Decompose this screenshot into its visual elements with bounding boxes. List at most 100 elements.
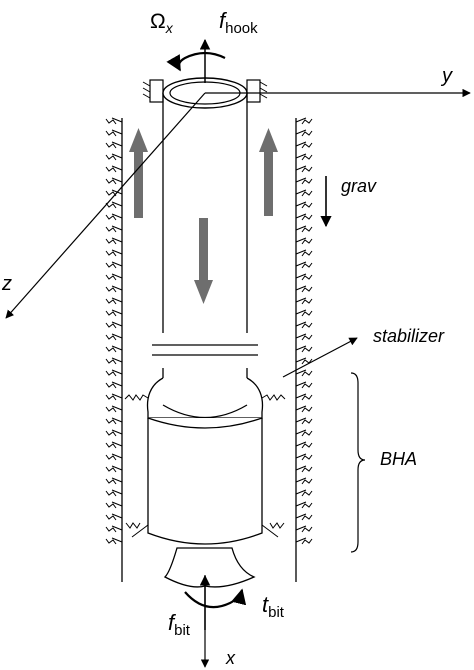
wall-hatch-mark — [295, 489, 313, 497]
wall-hatch-mark — [105, 429, 123, 437]
stabilizer-inner-arc — [162, 404, 248, 419]
wall-hatch-mark — [295, 153, 313, 161]
wall-hatch-mark — [105, 345, 123, 353]
x-axis-label: x — [225, 648, 236, 668]
wall-hatch-mark — [295, 465, 313, 473]
downflow-arrow-center — [194, 218, 213, 304]
wall-hatch-mark — [295, 333, 313, 341]
wall-hatch-mark — [295, 165, 313, 173]
drill-bit — [163, 547, 256, 588]
wall-hatch-mark — [295, 273, 313, 281]
wall-hatch-mark — [295, 129, 313, 137]
wall-hatch-mark — [105, 393, 123, 401]
stabilizer-body — [146, 377, 264, 419]
wall-hatch-mark — [295, 201, 313, 209]
wall-hatch-mark — [105, 405, 123, 413]
wall-hatch-mark — [295, 429, 313, 437]
wall-hatch-mark — [295, 369, 313, 377]
stabilizer-springs-left — [124, 394, 149, 401]
wall-hatch-mark — [105, 357, 123, 365]
wall-hatch-mark — [105, 465, 123, 473]
wall-hatch-mark — [105, 165, 123, 173]
wall-hatch-mark — [105, 225, 123, 233]
wall-hatch-mark — [105, 369, 123, 377]
wall-hatch-mark — [105, 309, 123, 317]
wall-hatch-mark — [295, 537, 313, 545]
t-bit-label: tbit — [262, 592, 285, 621]
wall-hatch-mark — [295, 345, 313, 353]
wall-hatch-mark — [295, 525, 313, 533]
wall-hatch-mark — [105, 153, 123, 161]
z-axis-line — [5, 92, 206, 319]
wall-hatching-left — [105, 117, 123, 545]
stabilizer-label: stabilizer — [373, 326, 445, 346]
wall-hatch-mark — [295, 453, 313, 461]
wall-hatch-mark — [295, 237, 313, 245]
wall-hatch-mark — [105, 333, 123, 341]
wall-hatch-mark — [105, 237, 123, 245]
wall-hatch-mark — [295, 141, 313, 149]
wall-hatch-mark — [105, 321, 123, 329]
wall-hatch-mark — [105, 501, 123, 509]
wall-hatch-mark — [295, 261, 313, 269]
y-axis-label: y — [440, 65, 453, 87]
wall-hatch-mark — [105, 489, 123, 497]
wall-hatch-mark — [295, 309, 313, 317]
wall-hatch-mark — [295, 225, 313, 233]
wall-hatch-mark — [105, 201, 123, 209]
wall-hatching-right — [295, 117, 313, 545]
wall-hatch-mark — [295, 297, 313, 305]
wall-hatch-mark — [105, 525, 123, 533]
wall-hatch-mark — [105, 141, 123, 149]
wall-hatch-mark — [105, 537, 123, 545]
wall-hatch-mark — [295, 117, 313, 125]
wall-hatch-mark — [105, 285, 123, 293]
bha-brace — [350, 372, 366, 553]
f-hook-label: fhook — [219, 8, 258, 37]
wall-hatch-mark — [105, 273, 123, 281]
wall-hatch-mark — [295, 321, 313, 329]
f-bit-label: fbit — [168, 610, 191, 639]
omega-label: Ωx — [150, 10, 174, 36]
stabilizer-leader-line — [282, 337, 358, 378]
wall-hatch-mark — [105, 117, 123, 125]
top-support-right — [246, 79, 268, 103]
grav-label: grav — [341, 176, 377, 196]
top-support-left — [142, 79, 164, 103]
wall-hatch-mark — [295, 189, 313, 197]
wall-hatch-mark — [295, 177, 313, 185]
z-axis-label: z — [1, 273, 12, 295]
bha-bottom-springs — [125, 522, 285, 538]
wall-hatch-mark — [295, 513, 313, 521]
wall-hatch-mark — [295, 501, 313, 509]
wall-hatch-mark — [295, 381, 313, 389]
wall-hatch-mark — [295, 405, 313, 413]
wall-hatch-mark — [295, 249, 313, 257]
bha-cylinder — [147, 418, 263, 545]
wall-hatch-mark — [105, 441, 123, 449]
wall-hatch-mark — [105, 129, 123, 137]
wall-hatch-mark — [295, 393, 313, 401]
wall-hatch-mark — [295, 285, 313, 293]
wall-hatch-mark — [105, 381, 123, 389]
wall-hatch-mark — [295, 417, 313, 425]
upflow-arrow-left — [129, 128, 148, 218]
wall-hatch-mark — [105, 513, 123, 521]
wall-hatch-mark — [105, 177, 123, 185]
wall-hatch-mark — [105, 417, 123, 425]
bha-label: BHA — [380, 449, 417, 469]
wall-hatch-mark — [105, 261, 123, 269]
wall-hatch-mark — [105, 297, 123, 305]
wall-hatch-mark — [105, 453, 123, 461]
omega-rotation-arrow — [166, 51, 226, 72]
stabilizer-springs-right — [261, 394, 286, 401]
bit-torque-arrow — [184, 588, 247, 609]
upflow-arrow-right — [259, 128, 278, 216]
wall-hatch-mark — [105, 213, 123, 221]
wall-hatch-mark — [295, 357, 313, 365]
wall-hatch-mark — [295, 477, 313, 485]
bha-top-rim — [147, 417, 263, 429]
wall-hatch-mark — [295, 213, 313, 221]
